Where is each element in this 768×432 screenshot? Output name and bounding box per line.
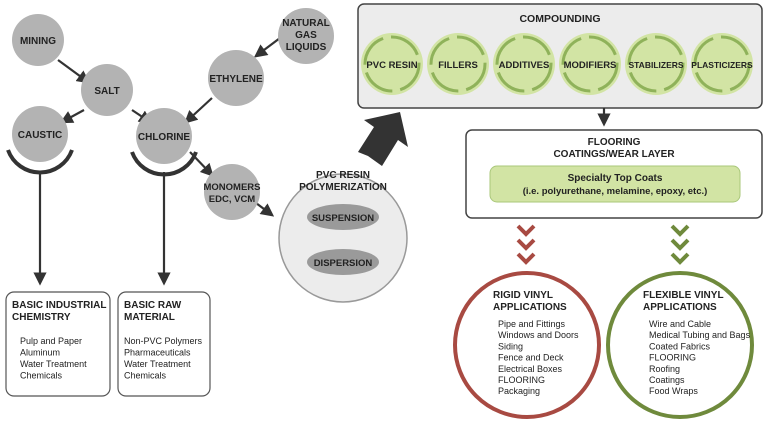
svg-text:NATURAL: NATURAL	[282, 18, 330, 29]
application-item: Coated Fabrics	[649, 341, 711, 351]
compounding-item: PVC RESIN	[361, 33, 423, 95]
svg-text:MINING: MINING	[20, 36, 56, 47]
use-item: Chemicals	[20, 371, 63, 381]
svg-text:BASIC RAW: BASIC RAW	[124, 300, 182, 311]
use-item: Chemicals	[124, 371, 167, 381]
use-item: Pulp and Paper	[20, 336, 82, 346]
svg-text:EDC, VCM: EDC, VCM	[209, 194, 256, 205]
svg-text:SUSPENSION: SUSPENSION	[312, 213, 374, 224]
dispersion-pill: DISPERSION	[307, 249, 379, 275]
svg-text:RIGID VINYL: RIGID VINYL	[493, 290, 553, 301]
compounding-item-label: FILLERS	[438, 60, 478, 71]
flexible-vinyl-applications: FLEXIBLE VINYL APPLICATIONS Wire and Cab…	[606, 271, 754, 419]
svg-text:FLOORING: FLOORING	[588, 137, 641, 148]
suspension-pill: SUSPENSION	[307, 204, 379, 230]
compounding-item-label: PVC RESIN	[366, 60, 417, 71]
svg-text:PVC RESIN: PVC RESIN	[316, 170, 370, 181]
compounding-item: MODIFIERS	[559, 33, 621, 95]
svg-text:ETHYLENE: ETHYLENE	[209, 74, 263, 85]
svg-text:CHLORINE: CHLORINE	[138, 132, 191, 143]
application-item: Windows and Doors	[498, 330, 579, 340]
svg-text:FLEXIBLE VINYL: FLEXIBLE VINYL	[643, 290, 724, 301]
svg-text:Specialty Top Coats: Specialty Top Coats	[568, 173, 663, 184]
application-item: Coatings	[649, 375, 685, 385]
node-natural-gas-liquids: NATURAL GAS LIQUIDS	[278, 8, 334, 64]
use-item: Non-PVC Polymers	[124, 336, 203, 346]
pvc-polymerization: PVC RESIN POLYMERIZATION SUSPENSION DISP…	[278, 170, 408, 303]
application-item: FLOORING	[498, 375, 545, 385]
svg-text:(i.e. polyurethane, melamine,: (i.e. polyurethane, melamine, epoxy, etc…	[523, 186, 708, 197]
application-item: Roofing	[649, 364, 680, 374]
use-item: Water Treatment	[20, 359, 87, 369]
svg-text:APPLICATIONS: APPLICATIONS	[493, 302, 567, 313]
node-monomers: MONOMERS EDC, VCM	[204, 164, 261, 220]
rigid-vinyl-applications: RIGID VINYL APPLICATIONS Pipe and Fittin…	[453, 271, 601, 419]
svg-text:APPLICATIONS: APPLICATIONS	[643, 302, 717, 313]
chevrons-flexible	[670, 224, 690, 265]
application-item: Medical Tubing and Bags	[649, 330, 751, 340]
svg-text:POLYMERIZATION: POLYMERIZATION	[299, 182, 387, 193]
compounding-item: PLASTICIZERS	[691, 33, 753, 95]
svg-text:DISPERSION: DISPERSION	[314, 258, 373, 269]
chevrons-rigid	[516, 224, 536, 265]
svg-text:CHEMISTRY: CHEMISTRY	[12, 312, 71, 323]
node-mining: MINING	[12, 14, 64, 66]
application-item: Wire and Cable	[649, 319, 711, 329]
compounding-item: STABILIZERS	[625, 33, 687, 95]
compounding-item-label: ADDITIVES	[499, 60, 550, 71]
svg-text:LIQUIDS: LIQUIDS	[286, 42, 327, 53]
application-item: Siding	[498, 341, 523, 351]
node-ethylene: ETHYLENE	[208, 50, 264, 106]
use-item: Water Treatment	[124, 359, 191, 369]
node-chlorine: CHLORINE	[130, 108, 198, 177]
svg-text:MONOMERS: MONOMERS	[204, 182, 261, 193]
basic-raw-material: BASIC RAW MATERIAL Non-PVC PolymersPharm…	[117, 291, 211, 397]
svg-text:SALT: SALT	[94, 86, 119, 97]
node-salt: SALT	[81, 64, 133, 116]
big-arrow	[358, 112, 408, 166]
compounding-item-label: MODIFIERS	[564, 60, 617, 71]
application-item: FLOORING	[649, 353, 696, 363]
compounding-item: FILLERS	[427, 33, 489, 95]
compounding-items: PVC RESIN FILLERS ADDITIVES MODIFIERS STABIL…	[361, 33, 753, 95]
use-item: Pharmaceuticals	[124, 348, 191, 358]
compounding-item-label: PLASTICIZERS	[691, 60, 753, 70]
node-caustic: CAUSTIC	[6, 106, 74, 175]
svg-text:COATINGS/WEAR LAYER: COATINGS/WEAR LAYER	[553, 149, 675, 160]
compounding-item-label: STABILIZERS	[628, 60, 683, 70]
application-item: Fence and Deck	[498, 353, 564, 363]
svg-text:MATERIAL: MATERIAL	[124, 312, 175, 323]
svg-text:COMPOUNDING: COMPOUNDING	[519, 13, 600, 25]
svg-text:BASIC INDUSTRIAL: BASIC INDUSTRIAL	[12, 300, 106, 311]
svg-text:CAUSTIC: CAUSTIC	[18, 130, 62, 141]
application-item: Pipe and Fittings	[498, 319, 566, 329]
application-item: Packaging	[498, 386, 540, 396]
application-item: Electrical Boxes	[498, 364, 563, 374]
svg-text:GAS: GAS	[295, 30, 317, 41]
use-item: Aluminum	[20, 348, 60, 358]
application-item: Food Wraps	[649, 386, 698, 396]
compounding-item: ADDITIVES	[493, 33, 555, 95]
basic-industrial-chemistry: BASIC INDUSTRIAL CHEMISTRY Pulp and Pape…	[5, 291, 111, 397]
flooring-box: FLOORING COATINGS/WEAR LAYER Specialty T…	[465, 129, 763, 219]
